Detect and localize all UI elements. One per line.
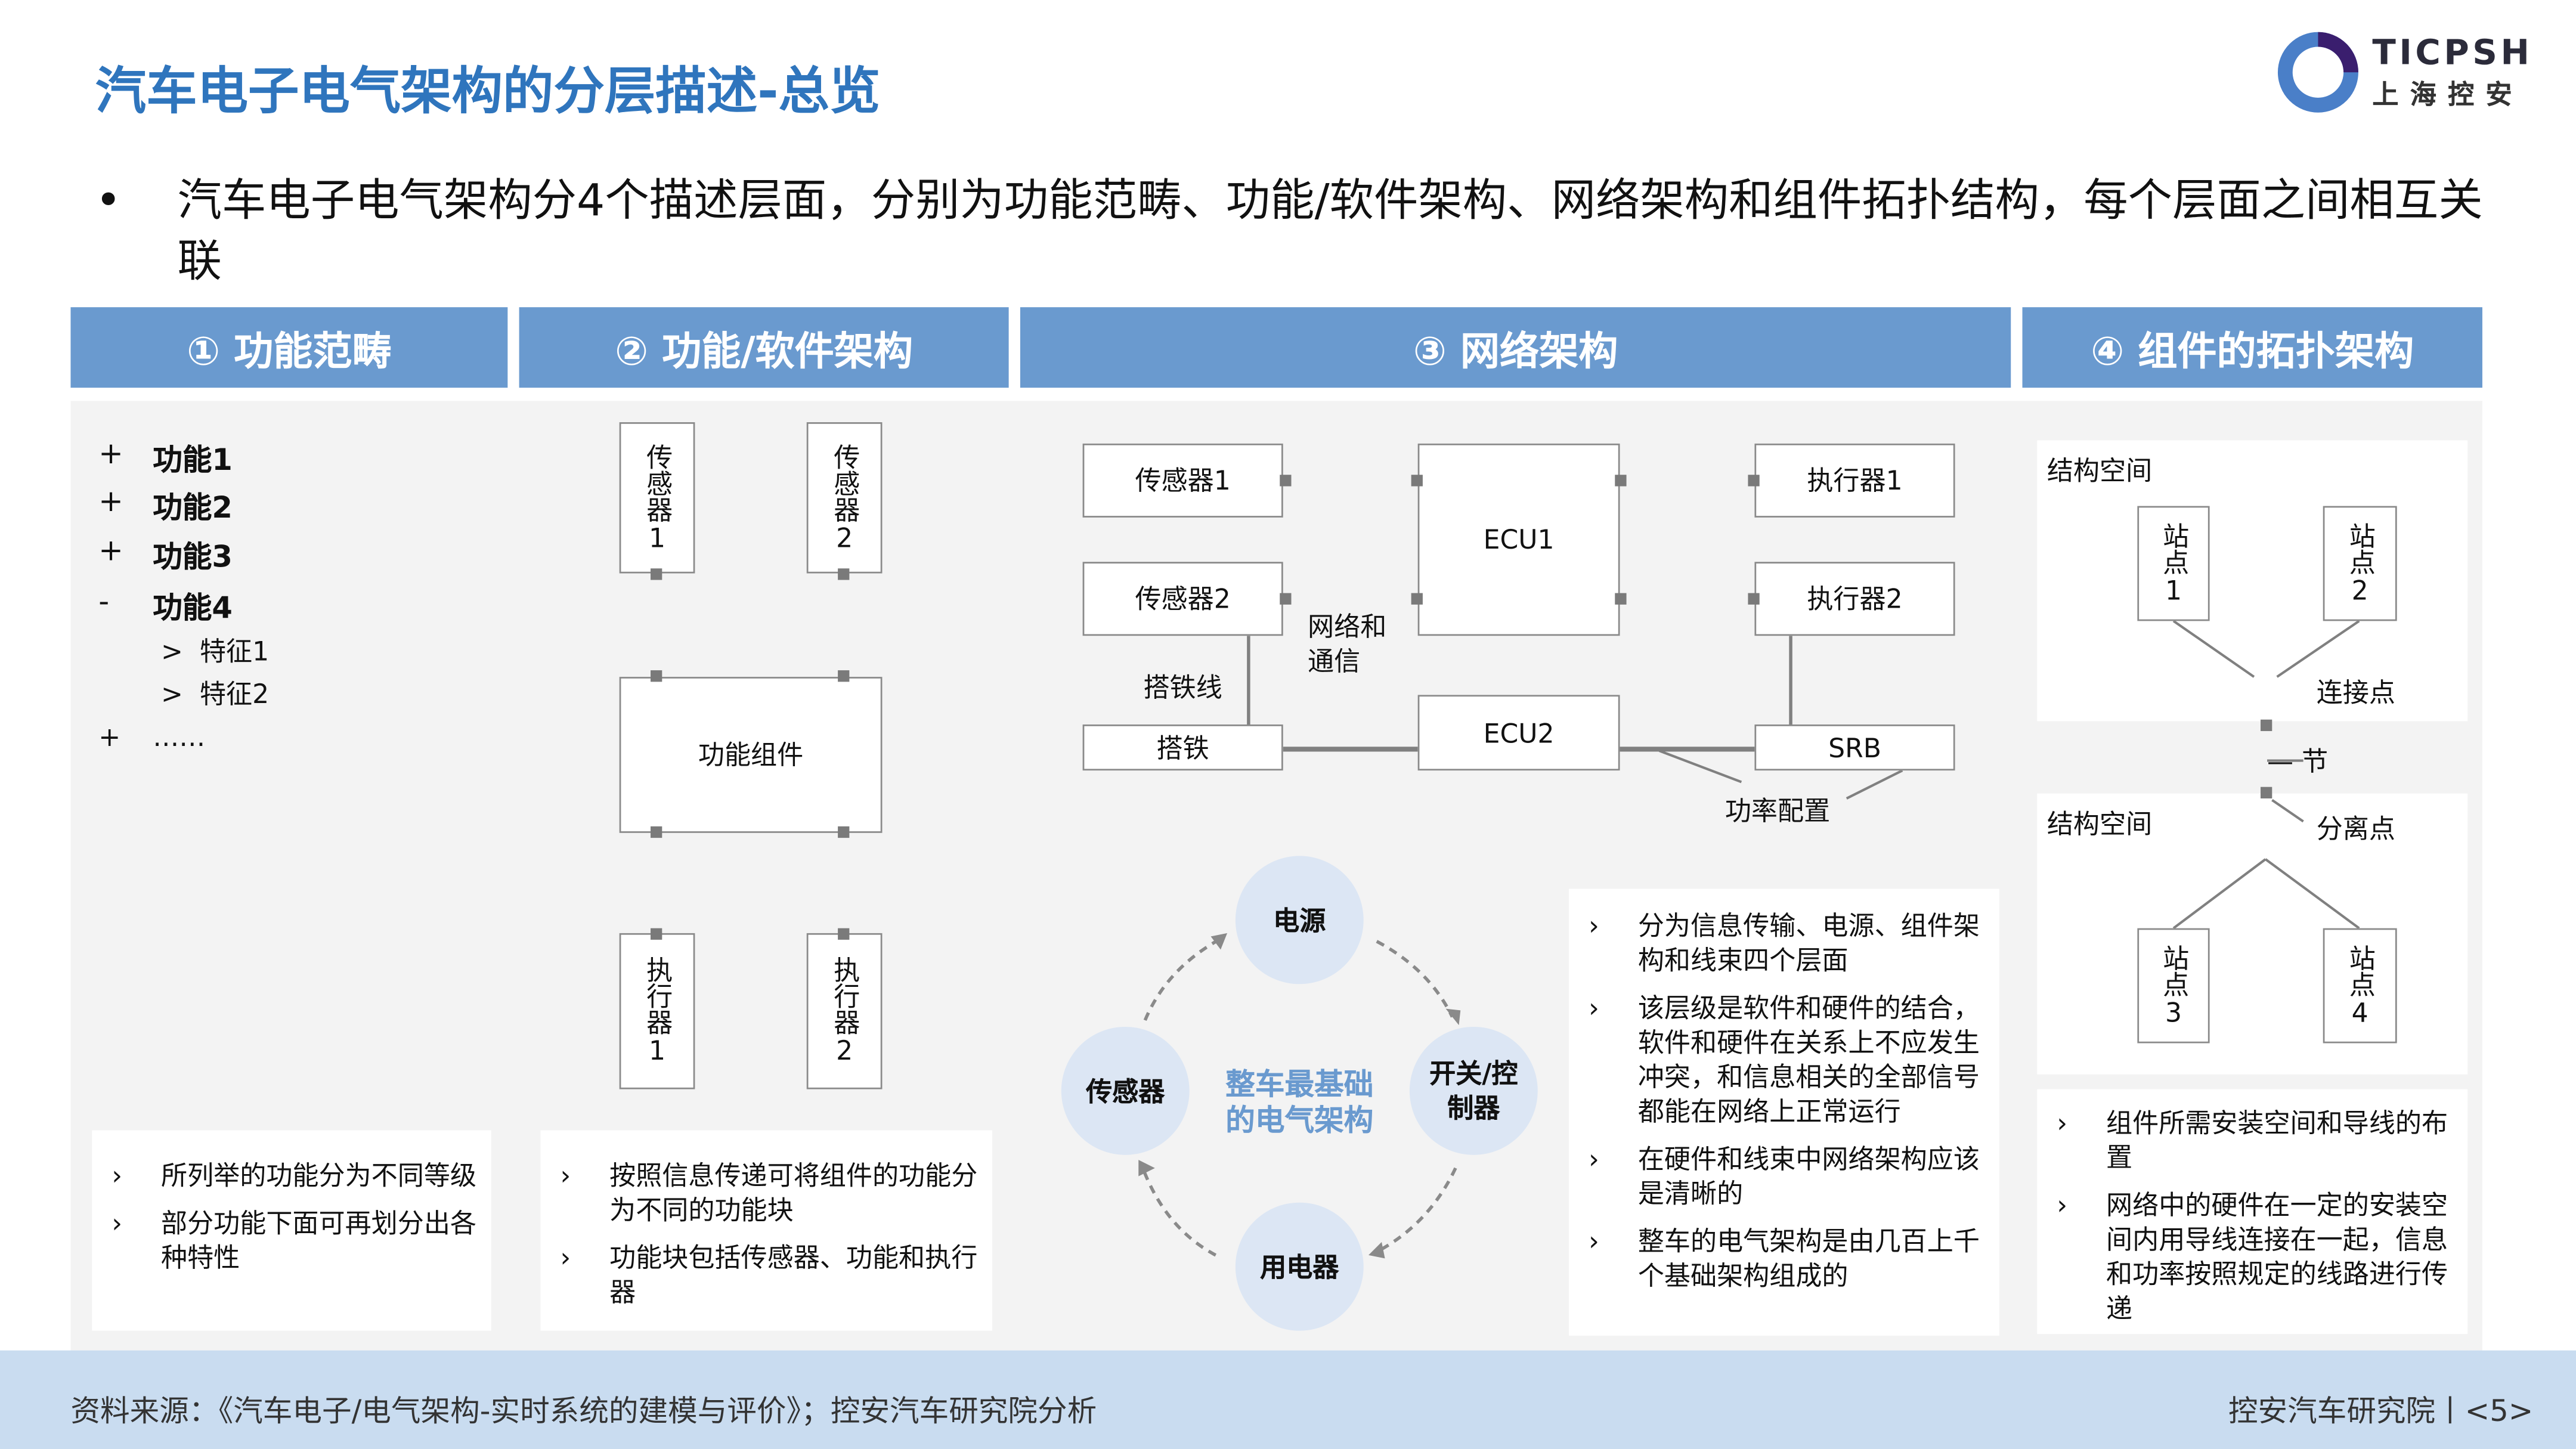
sensor2-node: 传感器2: [1082, 562, 1283, 636]
software-notes: ›按照信息传递可将组件的功能分为不同的功能块 ›功能块包括传感器、功能和执行器: [540, 1130, 993, 1331]
node-label: — 节: [2267, 745, 2329, 778]
cycle-center-label: 整车最基础的电气架构: [1225, 1067, 1374, 1139]
function-component-block: 功能组件: [619, 677, 883, 833]
header-software-architecture: ② 功能/软件架构: [519, 307, 1009, 388]
logo-text-cn: 上海控安: [2372, 79, 2524, 110]
ground-wire-label: 搭铁线: [1143, 671, 1222, 704]
cycle-consumer: 用电器: [1235, 1202, 1364, 1331]
node-marker: [2261, 787, 2272, 798]
station4: 站点4: [2323, 928, 2397, 1044]
page-title: 汽车电子电气架构的分层描述-总览: [95, 62, 881, 122]
station3: 站点3: [2137, 928, 2210, 1044]
logo: TICPSH 上海控安: [2277, 30, 2540, 115]
sw-actuator1-block: 执行器1: [619, 933, 695, 1089]
station2: 站点2: [2323, 506, 2397, 621]
footer: 资料来源：《汽车电子/电气架构-实时系统的建模与评价》；控安汽车研究院分析 控安…: [0, 1350, 2576, 1449]
cycle-switch: 开关/控制器: [1409, 1026, 1538, 1155]
sw-sensor1-block: 传感器1: [619, 422, 695, 574]
page-number: 控安汽车研究院丨<5>: [2228, 1395, 2534, 1429]
logo-swirl-icon: [2277, 32, 2358, 113]
function-notes: ›所列举的功能分为不同等级 ›部分功能下面可再划分出各种特性: [92, 1130, 491, 1331]
separate-point-label: 分离点: [2316, 813, 2395, 845]
srb-node: SRB: [1754, 724, 1955, 771]
node-marker: [2261, 719, 2272, 732]
ecu2-node: ECU2: [1417, 695, 1620, 771]
bullet-text: 汽车电子电气架构分4个描述层面，分别为功能范畴、功能/软件架构、网络架构和组件拓…: [177, 175, 2483, 288]
feature-item: > 特征1: [160, 636, 270, 667]
source-text: 资料来源：《汽车电子/电气架构-实时系统的建模与评价》；控安汽车研究院分析: [70, 1395, 1097, 1429]
connect-point-label: 连接点: [2316, 677, 2395, 708]
actuator2-node: 执行器2: [1754, 562, 1955, 636]
sw-actuator2-block: 执行器2: [806, 933, 883, 1089]
space1-label: 结构空间: [2046, 455, 2153, 487]
header-function-scope: ① 功能范畴: [70, 307, 508, 388]
header-topology: ④ 组件的拓扑架构: [2022, 307, 2482, 388]
network-label: 网络和通信: [1308, 611, 1387, 677]
space2-label: 结构空间: [2046, 808, 2153, 840]
header-network-architecture: ③ 网络架构: [1020, 307, 2011, 388]
power-label: 功率配置: [1724, 795, 1831, 826]
cycle-sensor: 传感器: [1061, 1026, 1190, 1155]
station1: 站点1: [2137, 506, 2210, 621]
topology-notes: ›组件所需安装空间和导线的布置 ›网络中的硬件在一定的安装空间内用导线连接在一起…: [2037, 1089, 2468, 1335]
feature-item: > 特征2: [160, 678, 270, 710]
sw-sensor2-block: 传感器2: [806, 422, 883, 574]
ecu1-node: ECU1: [1417, 443, 1620, 636]
cycle-power: 电源: [1235, 856, 1364, 984]
logo-text-en: TICPSH: [2372, 33, 2533, 73]
network-notes: ›分为信息传输、电源、组件架构和线束四个层面 ›该层级是软件和硬件的结合，软件和…: [1569, 888, 1999, 1336]
sensor1-node: 传感器1: [1082, 443, 1283, 518]
bullet-mark: •: [95, 175, 122, 227]
ground-node: 搭铁: [1082, 724, 1283, 771]
actuator1-node: 执行器1: [1754, 443, 1955, 518]
